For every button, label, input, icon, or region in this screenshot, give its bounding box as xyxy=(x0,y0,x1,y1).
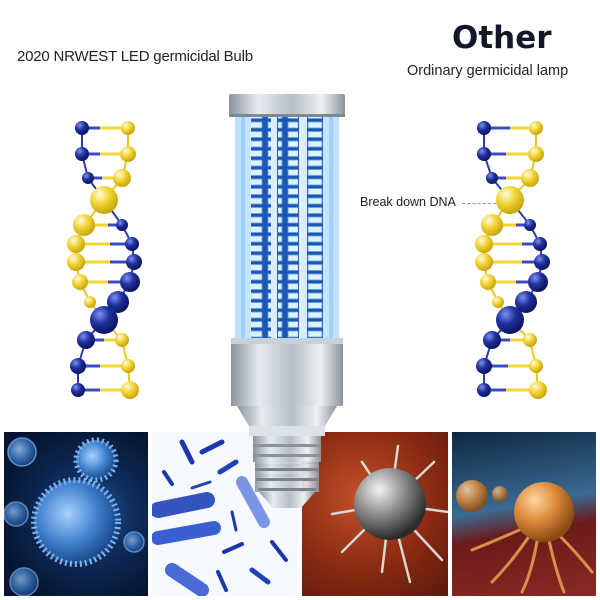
virus-image-panel xyxy=(4,432,148,596)
comparison-heading: Other xyxy=(452,20,552,56)
led-corn-bulb-icon xyxy=(229,94,345,508)
dna-helix-right-icon xyxy=(475,121,550,399)
cancer-cell-image-panel xyxy=(452,432,596,596)
dna-callout-label: Break down DNA xyxy=(360,195,456,209)
comparison-subtitle: Ordinary germicidal lamp xyxy=(407,63,569,79)
left-product-title: 2020 NRWEST LED germicidal Bulb xyxy=(17,48,253,65)
dna-helix-left-icon xyxy=(67,121,142,399)
microbe-image-panel xyxy=(302,432,448,596)
callout-leader-line xyxy=(462,203,512,204)
